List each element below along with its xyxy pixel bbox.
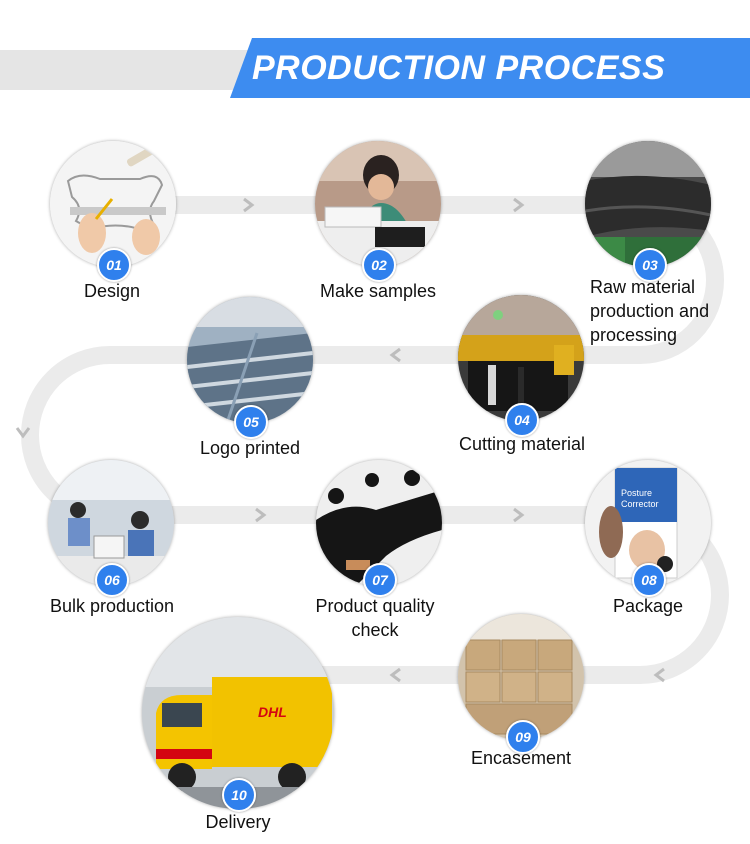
chevron-right-icon (243, 197, 255, 213)
header-banner (230, 38, 750, 98)
step-photo-raw-material (585, 141, 711, 267)
chevron-left-icon (653, 667, 665, 683)
chevron-left-icon (389, 667, 401, 683)
step-number-badge: 02 (362, 248, 396, 282)
page-title: PRODUCTION PROCESS (252, 49, 666, 87)
chevron-left-icon (389, 347, 401, 363)
step-number-badge: 05 (234, 405, 268, 439)
step-label-cutting-material: Cutting material (458, 434, 586, 454)
step-label-raw-material: Raw material production and processing (590, 275, 740, 347)
step-label-bulk-production: Bulk production (49, 596, 175, 616)
step-label-make-samples: Make samples (319, 281, 437, 301)
step-label-package: Package (612, 596, 684, 616)
step-label-encasement: Encasement (470, 748, 572, 768)
step-label-quality-check: Product quality check (295, 594, 455, 642)
step-number-badge: 01 (97, 248, 131, 282)
step-photo-delivery: DHL (142, 617, 334, 809)
step-label-line: production and (590, 301, 710, 321)
step-number-badge: 09 (506, 720, 540, 754)
step-photo-encasement (458, 614, 584, 740)
package-text-line2: Corrector (621, 499, 659, 509)
step-label-line: check (351, 620, 399, 640)
step-label-design: Design (83, 281, 141, 301)
step-number-badge: 08 (632, 563, 666, 597)
truck-logo: DHL (258, 704, 287, 720)
step-photo-design (50, 141, 176, 267)
step-number-badge: 04 (505, 403, 539, 437)
step-photo-bulk-production (48, 460, 174, 586)
track-path (21, 196, 729, 684)
package-text-line1: Posture (621, 488, 652, 498)
chevron-down-icon (15, 427, 31, 439)
step-label-line: Product quality (315, 596, 435, 616)
step-number-badge: 10 (222, 778, 256, 812)
step-label-line: Raw material (590, 277, 696, 297)
chevron-right-icon (513, 507, 525, 523)
step-number-badge: 06 (95, 563, 129, 597)
chevron-right-icon (255, 507, 267, 523)
step-label-logo-printed: Logo printed (199, 438, 301, 458)
chevron-right-icon (513, 197, 525, 213)
step-label-delivery: Delivery (205, 812, 271, 832)
step-number-badge: 03 (633, 248, 667, 282)
step-number-badge: 07 (363, 563, 397, 597)
step-label-line: processing (590, 325, 678, 345)
